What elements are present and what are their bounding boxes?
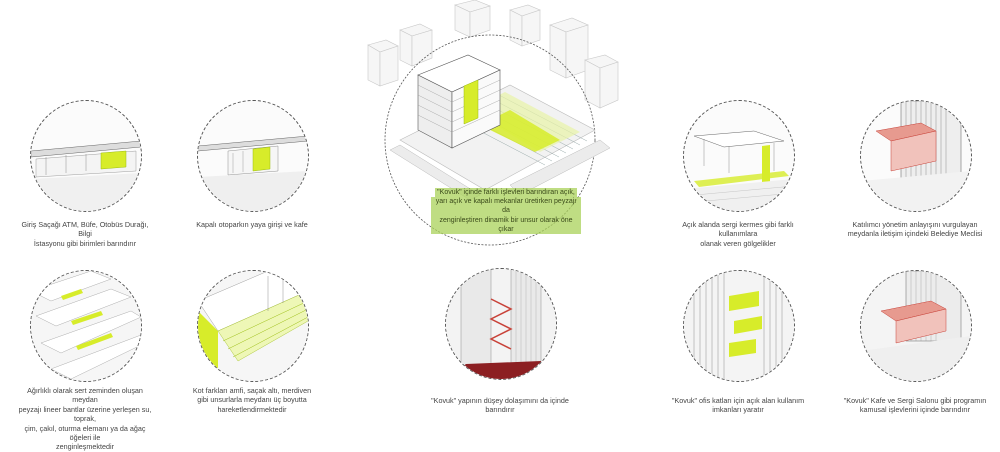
caption-shading-canopies: Açık alanda sergi kermes gibi farklı kul…	[663, 220, 813, 248]
caption-line: Kapalı otoparkın yaya girişi ve kafe	[196, 220, 308, 229]
panel-shading-canopies	[683, 100, 795, 212]
panel-entrance-canopy	[30, 100, 142, 212]
main-site-diagram	[360, 0, 620, 265]
caption-parking-entrance: Kapalı otoparkın yaya girişi ve kafe	[187, 220, 317, 229]
highlight-line-1: "Kovuk" içinde farklı işlevleri barındır…	[435, 188, 577, 198]
main-highlight-text: "Kovuk" içinde farklı işlevleri barındır…	[431, 188, 581, 235]
caption-line: "Kovuk" ofis katları için açık alan kull…	[671, 396, 805, 405]
panel-office-voids	[683, 270, 795, 382]
caption-line: Giriş Saçağı ATM, Büfe, Otobüs Durağı, B…	[21, 220, 149, 239]
highlight-line-3: zenginleştiren dinamik bir unsur olarak …	[431, 215, 581, 235]
caption-line: çim, çakıl, oturma elemanı ya da ağaç öğ…	[24, 423, 146, 443]
caption-line: "Kovuk" Kafe ve Sergi Salonu gibi progra…	[843, 396, 987, 405]
panel-parking-entrance	[197, 100, 309, 212]
caption-line: meydanla iletişim içindeki Belediye Mecl…	[847, 229, 983, 239]
caption-line: Açık alanda sergi kermes gibi farklı kul…	[682, 220, 794, 239]
caption-line: Katılımcı yönetim anlayışını vurgulayan	[852, 220, 978, 229]
caption-line: Kot farkları amfi, saçak altı, merdiven	[192, 386, 312, 395]
panel-linear-bands	[30, 270, 142, 382]
caption-line: İstasyonu gibi birimleri barındırır	[33, 238, 137, 248]
caption-line: olanak veren gölgelikler	[700, 238, 776, 248]
panel-council-hall	[860, 100, 972, 212]
caption-line: zenginleşmektedir	[56, 442, 114, 452]
caption-linear-bands: Ağırlıklı olarak sert zeminden oluşan me…	[15, 386, 155, 452]
panel-level-differences	[197, 270, 309, 382]
panel-vertical-circulation	[445, 268, 557, 380]
site-axonometric	[367, 0, 619, 246]
caption-entrance-canopy: Giriş Saçağı ATM, Büfe, Otobüs Durağı, B…	[20, 220, 150, 248]
caption-line: peyzajı lineer bantlar üzerine yerleşen …	[18, 404, 152, 424]
caption-line: gibi unsurlarla meydanı üç boyutta	[197, 395, 307, 405]
caption-line: Ağırlıklı olarak sert zeminden oluşan me…	[27, 386, 143, 405]
caption-cafe-gallery: "Kovuk" Kafe ve Sergi Salonu gibi progra…	[830, 396, 1000, 415]
highlight-line-2: yarı açık ve kapalı mekanlar üretirken p…	[431, 197, 581, 216]
caption-line: hareketlendirmektedir	[217, 404, 287, 414]
caption-line: "Kovuk" yapının düşey dolaşımını da için…	[431, 396, 569, 405]
caption-line: kamusal işlevlerini içinde barındırır	[859, 405, 971, 415]
caption-line: imkanları yaratır	[712, 405, 764, 415]
panel-cafe-gallery	[860, 270, 972, 382]
caption-line: barındırır	[485, 405, 515, 415]
caption-office-voids: "Kovuk" ofis katları için açık alan kull…	[663, 396, 813, 415]
caption-vertical-circulation: "Kovuk" yapının düşey dolaşımını da için…	[425, 396, 575, 415]
